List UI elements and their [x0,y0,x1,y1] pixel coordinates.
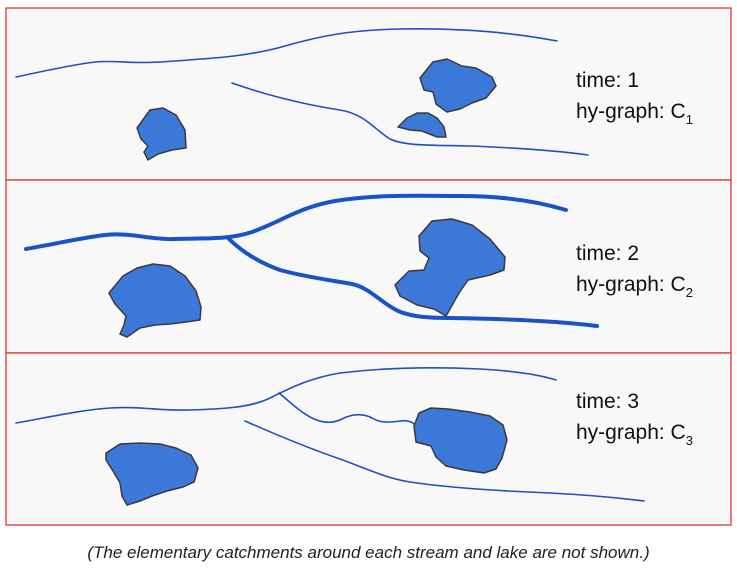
panel-time-1: time: 1 hy-graph: C1 [5,7,732,181]
panel-1-time-label: time: 1 [576,69,639,92]
panel-time-2: time: 2 hy-graph: C2 [5,179,732,354]
panel-1-hygraph-subscript: 1 [686,112,693,127]
panel-1-lake-left [136,107,187,161]
panel-3-main-stream [15,367,557,424]
caption: (The elementary catchments around each s… [87,543,650,562]
panel-1-lake-upper-right [419,58,497,113]
panel-3-hygraph-subscript: 3 [686,433,693,448]
panel-1-branch-stream [231,82,589,156]
panel-2-lake-right [394,218,506,317]
panel-2-border [5,179,732,354]
panel-time-3: time: 3 hy-graph: C3 [5,352,732,526]
panel-2-main-stream [24,193,568,251]
panel-3-lake-left [105,442,199,506]
panel-2-branch-stream [226,236,599,328]
panel-1-hygraph-label: hy-graph: C1 [576,100,693,127]
panel-2-time-label: time: 2 [576,242,639,265]
panel-3-hygraph-label: hy-graph: C3 [576,421,693,448]
panel-3-tributary-stream [278,392,415,425]
panel-3-time-label: time: 3 [576,390,639,413]
panel-1-main-stream [15,28,558,78]
panel-1-lake-lower-right [397,112,447,138]
panel-2-hygraph-subscript: 2 [686,285,693,300]
panel-3-lake-right [413,407,508,474]
panel-2-lake-left [108,263,202,338]
panel-1-border [5,7,732,181]
panel-3-lower-stream [244,420,645,502]
panel-2-hygraph-label: hy-graph: C2 [576,273,693,300]
